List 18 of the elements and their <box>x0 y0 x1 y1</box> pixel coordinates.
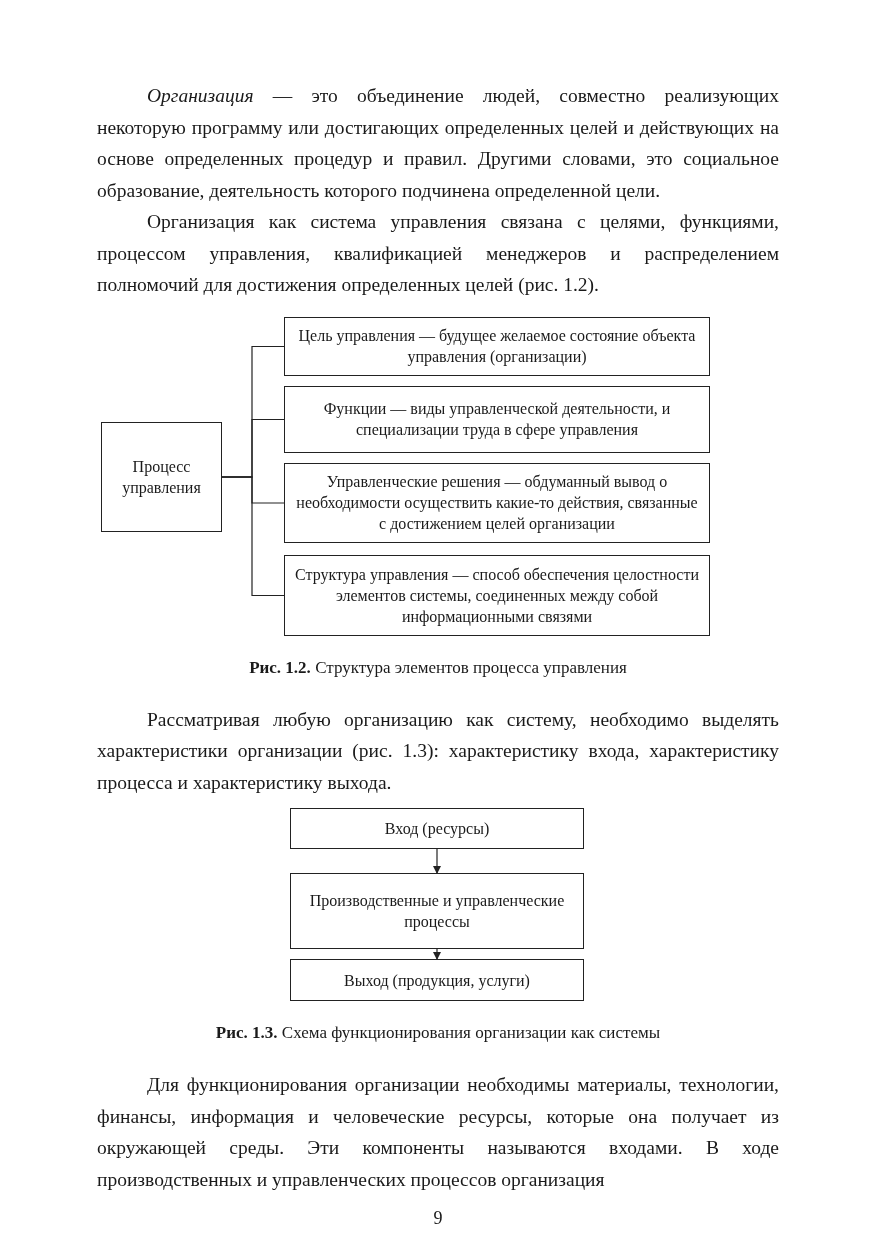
text-box: Процесс управления <box>101 421 222 532</box>
figure-caption: Рис. 1.2. Структура элементов процесса управления <box>248 656 628 679</box>
paragraph: Организация как система управления связана с целями, функциями, процессом управления, квалификацией менеджеров и распределением полномочий для достижения определенных целей (рис. 1.2). <box>97 210 779 297</box>
connector <box>433 848 441 874</box>
text-box: Структура управления — способ обеспечения целостности элементов системы, соединенных между собой информационными связями <box>284 554 710 636</box>
text-box: Выход (продукция, услуги) <box>290 959 584 1001</box>
figure-caption: Рис. 1.3. Схема функционирования организации как системы <box>214 1022 662 1044</box>
text-box: Производственные и управленческие процессы <box>290 873 584 949</box>
paragraph: Для функционирования организации необходимы материалы, технологии, финансы, информация и человеческие ресурсы, которые она получает из окружающей среды. Эти компоненты называются входами. В ходе производственных и управленческих процессов организация <box>97 1073 779 1192</box>
paragraph: Рассматривая любую организацию как систему, необходимо выделять характеристики организации (рис. 1.3): характеристику входа, характеристику процесса и характеристику выхода. <box>97 707 779 795</box>
connector <box>221 475 285 596</box>
page-number: 9 <box>432 1207 444 1230</box>
paragraph: Организация — это объединение людей, совместно реализующих некоторую программу или достигающих определенных целей и действующих на основе определенных процедур и правил. Другими словами, это социальное образование, деятельность которого подчинена определенной цели. <box>97 84 779 203</box>
text-box: Вход (ресурсы) <box>290 808 584 849</box>
text-box: Функции — виды управленческой деятельности, и специализации труда в сфере управления <box>284 385 710 453</box>
connector <box>433 948 441 960</box>
text-box: Управленческие решения — обдуманный вывод о необходимости осуществить какие-то действия, связанные с достижением целей организации <box>284 462 710 543</box>
text-box: Цель управления — будущее желаемое состояние объекта управления (организации) <box>284 316 710 376</box>
